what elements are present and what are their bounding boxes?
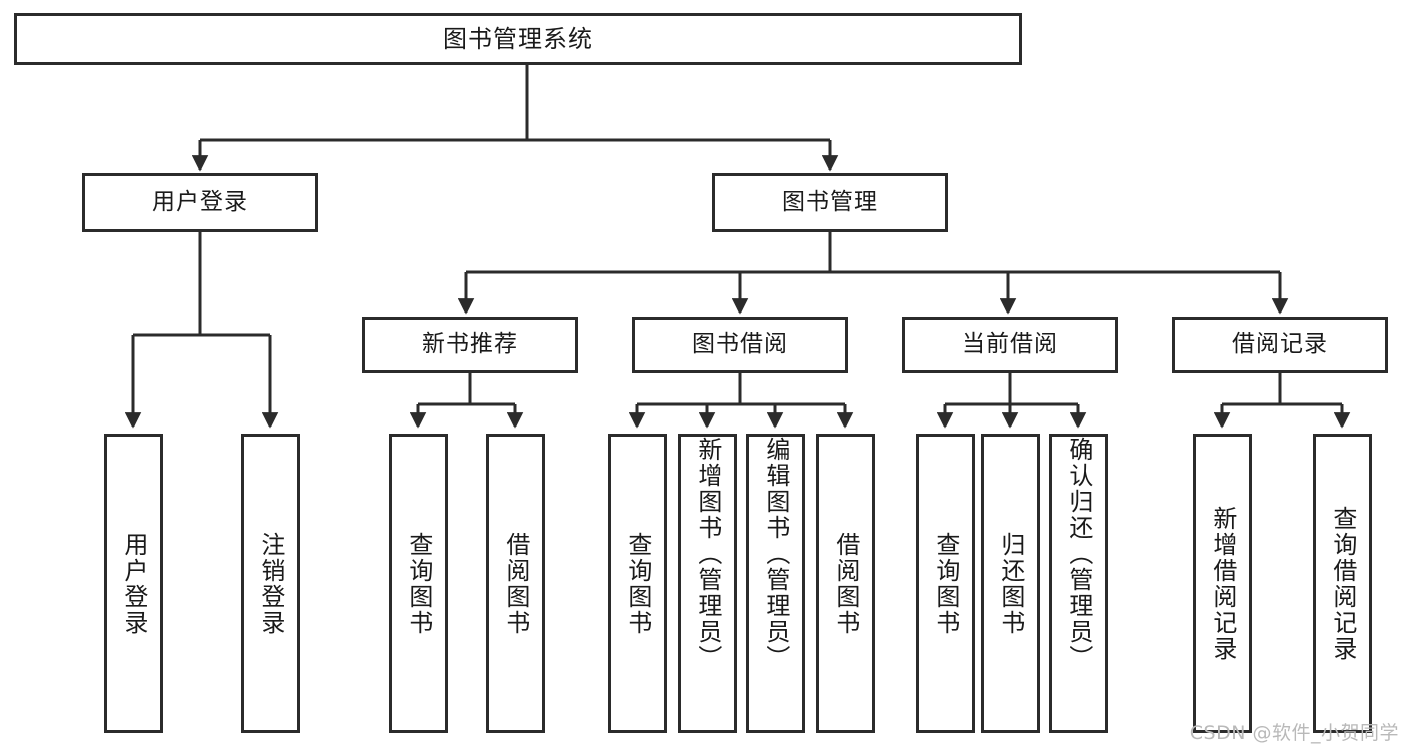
leaf-add-record-label: 新增借阅记录 (1208, 505, 1237, 662)
node-new-book-recommend-label: 新书推荐 (422, 331, 518, 358)
node-current-borrow-label: 当前借阅 (962, 331, 1058, 358)
leaf-edit-book-label: 编辑图书（管理员） (761, 437, 790, 671)
node-book-borrow-label: 图书借阅 (692, 331, 788, 358)
node-user-login[interactable]: 用户登录 (82, 173, 318, 232)
node-root[interactable]: 图书管理系统 (14, 13, 1022, 65)
leaf-query-book-3-label: 查询图书 (931, 531, 960, 636)
leaf-query-book-1-label: 查询图书 (404, 531, 433, 636)
leaf-add-record[interactable]: 新增借阅记录 (1193, 434, 1252, 733)
node-current-borrow[interactable]: 当前借阅 (902, 317, 1118, 373)
leaf-query-record[interactable]: 查询借阅记录 (1313, 434, 1372, 733)
node-new-book-recommend[interactable]: 新书推荐 (362, 317, 578, 373)
leaf-borrow-book-2-label: 借阅图书 (831, 531, 860, 636)
leaf-user-logout-label: 注销登录 (256, 531, 285, 636)
leaf-query-book-1[interactable]: 查询图书 (389, 434, 448, 733)
leaf-return-book-label: 归还图书 (996, 531, 1025, 636)
node-user-login-label: 用户登录 (152, 188, 248, 215)
node-root-label: 图书管理系统 (443, 24, 593, 53)
leaf-user-login-label: 用户登录 (119, 531, 148, 636)
leaf-query-book-2-label: 查询图书 (623, 531, 652, 636)
node-book-borrow[interactable]: 图书借阅 (632, 317, 848, 373)
leaf-borrow-book-2[interactable]: 借阅图书 (816, 434, 875, 733)
leaf-return-book[interactable]: 归还图书 (981, 434, 1040, 733)
node-book-management-label: 图书管理 (782, 188, 878, 215)
leaf-confirm-return[interactable]: 确认归还（管理员） (1049, 434, 1108, 733)
leaf-add-book[interactable]: 新增图书（管理员） (678, 434, 737, 733)
leaf-add-book-label: 新增图书（管理员） (693, 437, 722, 671)
node-borrow-record-label: 借阅记录 (1232, 331, 1328, 358)
leaf-query-book-2[interactable]: 查询图书 (608, 434, 667, 733)
csdn-watermark: CSDN @软件_小贺同学 (1189, 722, 1399, 744)
leaf-confirm-return-label: 确认归还（管理员） (1064, 437, 1093, 671)
leaf-user-login[interactable]: 用户登录 (104, 434, 163, 733)
node-borrow-record[interactable]: 借阅记录 (1172, 317, 1388, 373)
leaf-query-record-label: 查询借阅记录 (1328, 505, 1357, 662)
leaf-query-book-3[interactable]: 查询图书 (916, 434, 975, 733)
leaf-user-logout[interactable]: 注销登录 (241, 434, 300, 733)
leaf-edit-book[interactable]: 编辑图书（管理员） (746, 434, 805, 733)
leaf-borrow-book-1[interactable]: 借阅图书 (486, 434, 545, 733)
leaf-borrow-book-1-label: 借阅图书 (501, 531, 530, 636)
node-book-management[interactable]: 图书管理 (712, 173, 948, 232)
